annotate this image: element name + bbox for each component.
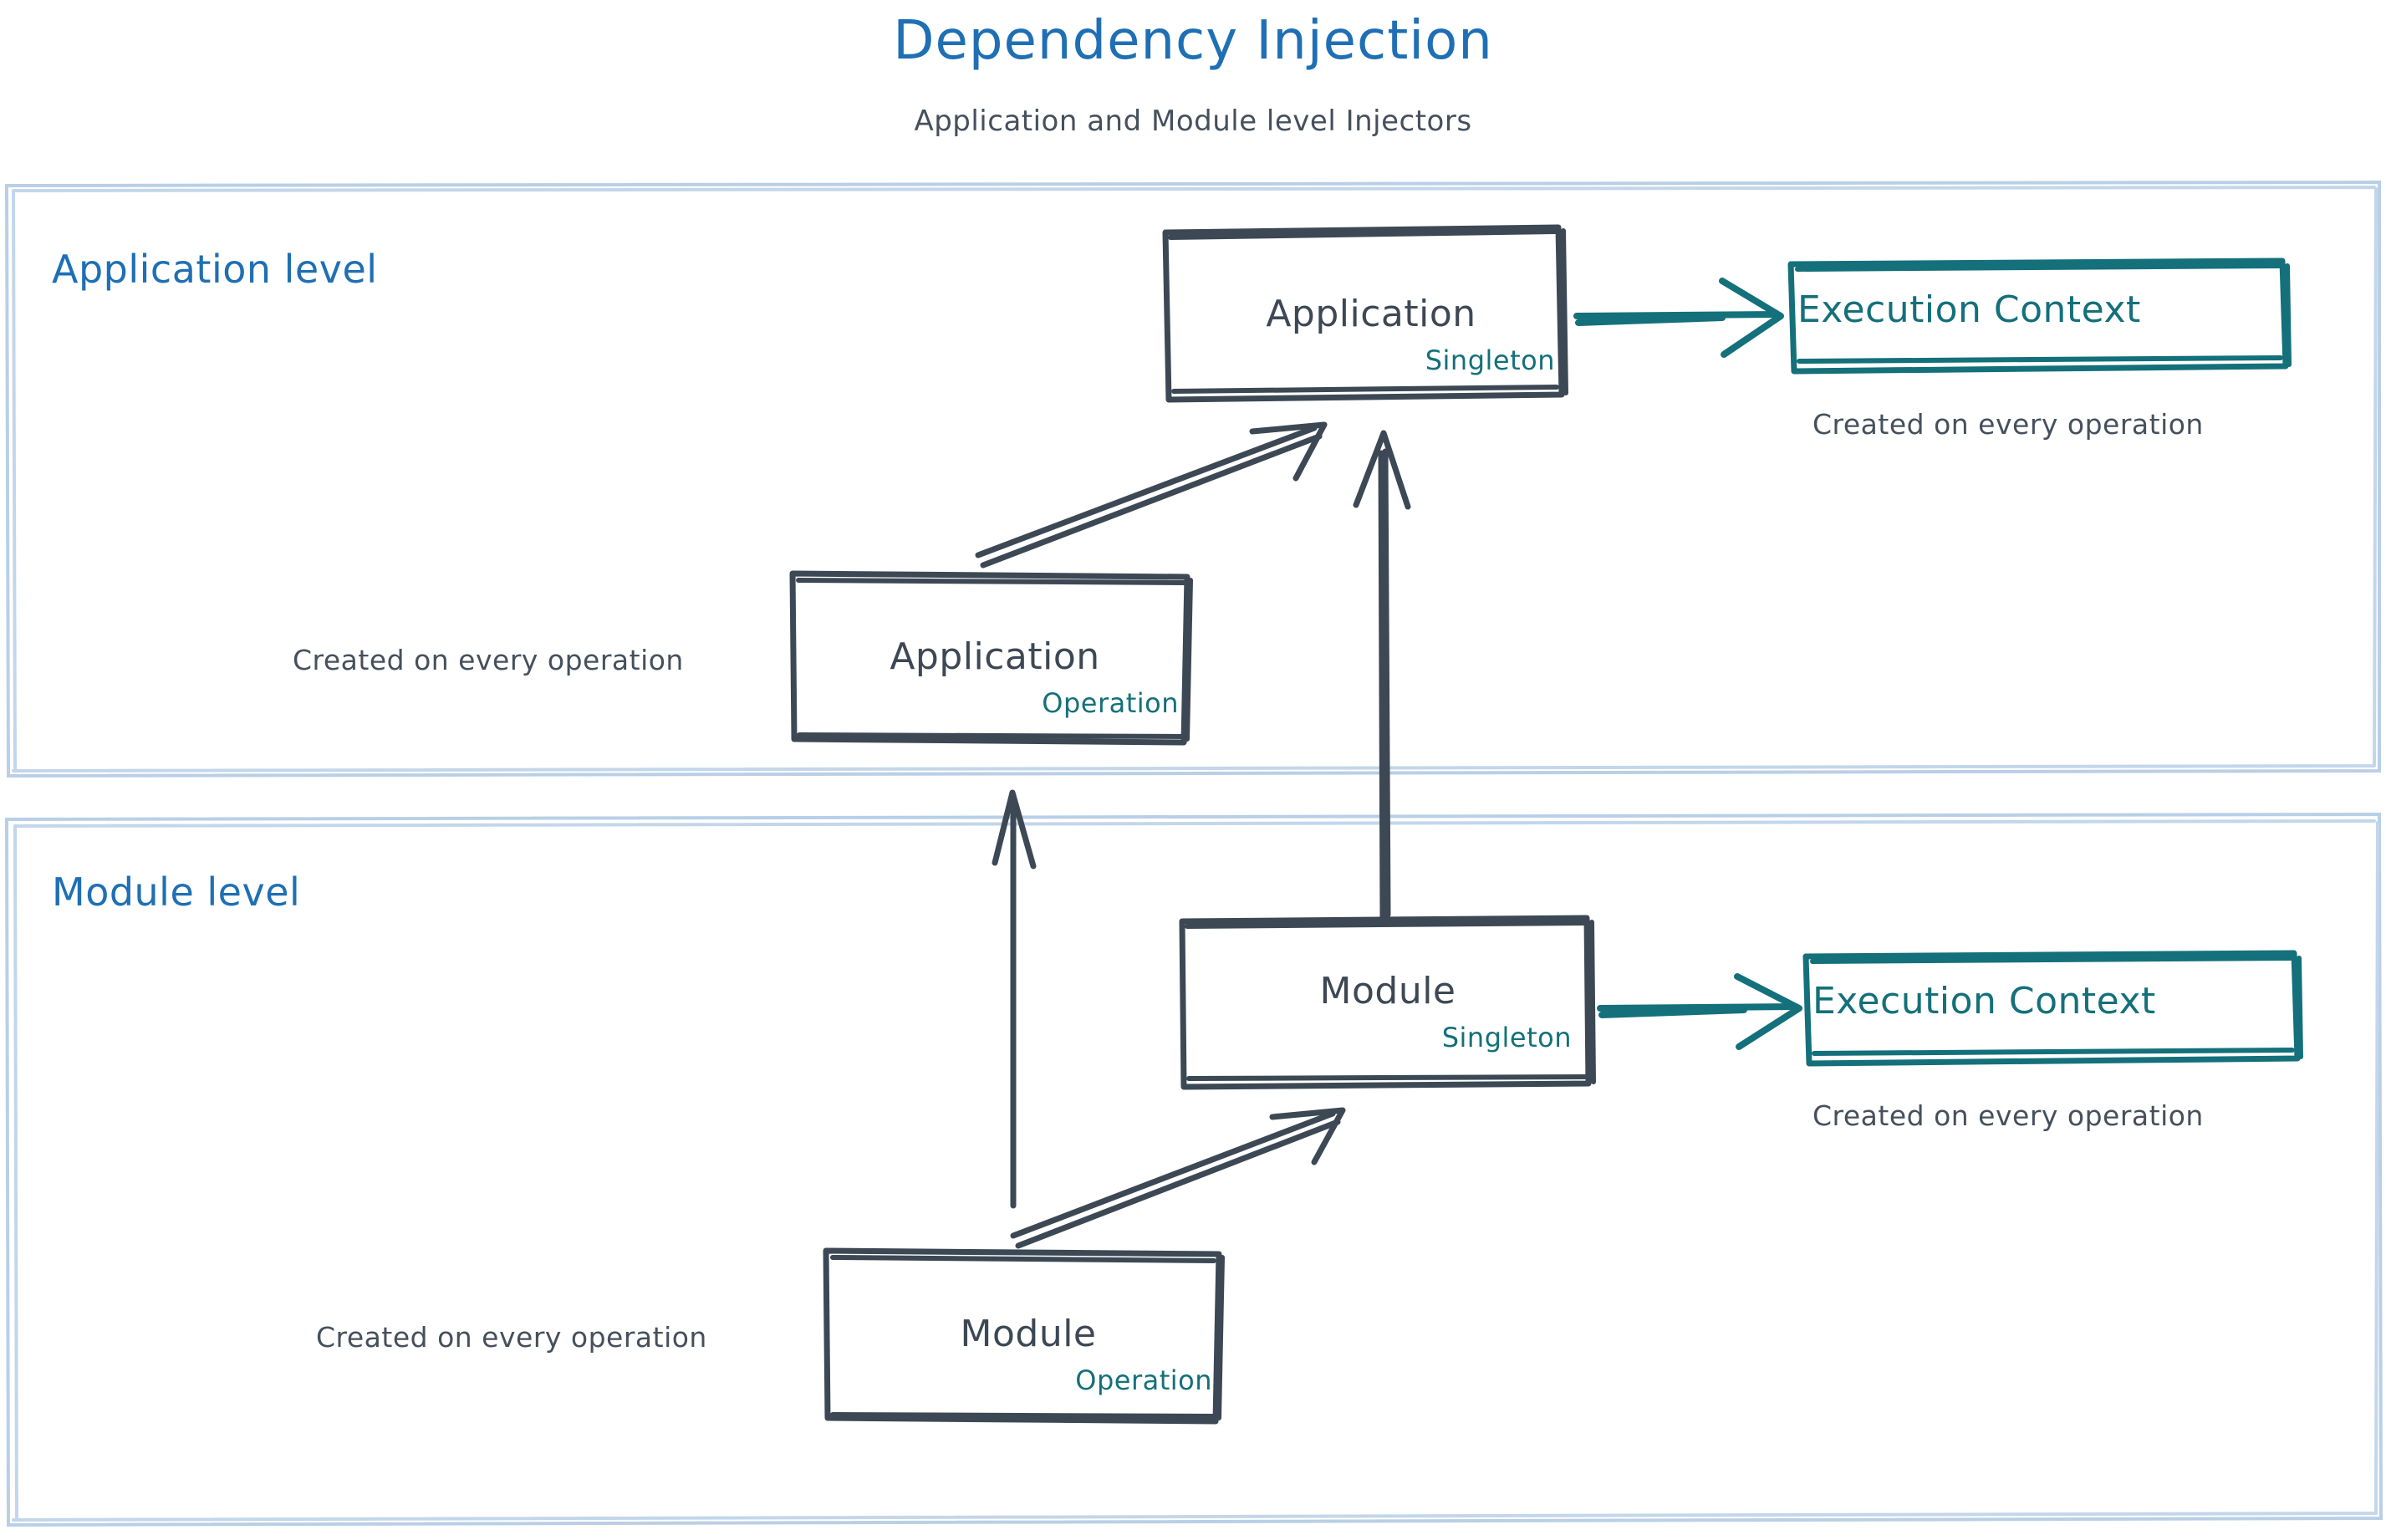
- node-label-module-singleton-scope: Singleton: [1441, 1022, 1572, 1053]
- note-application-operation: Created on every operation: [293, 644, 684, 676]
- node-label-application-operation-scope: Operation: [1042, 687, 1179, 719]
- container-label-application-level: Application level: [52, 247, 378, 292]
- node-label-application-singleton-scope: Singleton: [1425, 344, 1555, 376]
- note-execution-context-module: Created on every operation: [1812, 1099, 2204, 1132]
- container-module-level: [4, 812, 2383, 1527]
- node-label-execution-context-application: Execution Context: [1797, 288, 2141, 331]
- node-label-execution-context-module: Execution Context: [1812, 980, 2156, 1022]
- edge-module-operation-to-app-operation: [992, 789, 1037, 1209]
- note-module-operation: Created on every operation: [316, 1321, 707, 1354]
- edge-module-singleton-to-app-singleton: [1353, 430, 1411, 921]
- node-label-application-operation-title: Application: [890, 635, 1100, 678]
- page-title: Dependency Injection: [893, 10, 1493, 72]
- node-label-module-singleton-title: Module: [1319, 970, 1456, 1012]
- node-label-module-operation-scope: Operation: [1075, 1364, 1212, 1396]
- page-subtitle: Application and Module level Injectors: [914, 105, 1472, 138]
- edge-app-singleton-to-execution-context: [1573, 278, 1784, 358]
- edge-module-operation-to-module-singleton: [1010, 1107, 1346, 1249]
- edge-app-operation-to-app-singleton: [975, 421, 1328, 569]
- container-label-module-level: Module level: [52, 869, 301, 915]
- edge-module-singleton-to-execution-context: [1597, 973, 1802, 1050]
- note-execution-context-application: Created on every operation: [1812, 408, 2204, 441]
- node-label-application-singleton-title: Application: [1266, 293, 1476, 335]
- node-label-module-operation-title: Module: [960, 1313, 1097, 1355]
